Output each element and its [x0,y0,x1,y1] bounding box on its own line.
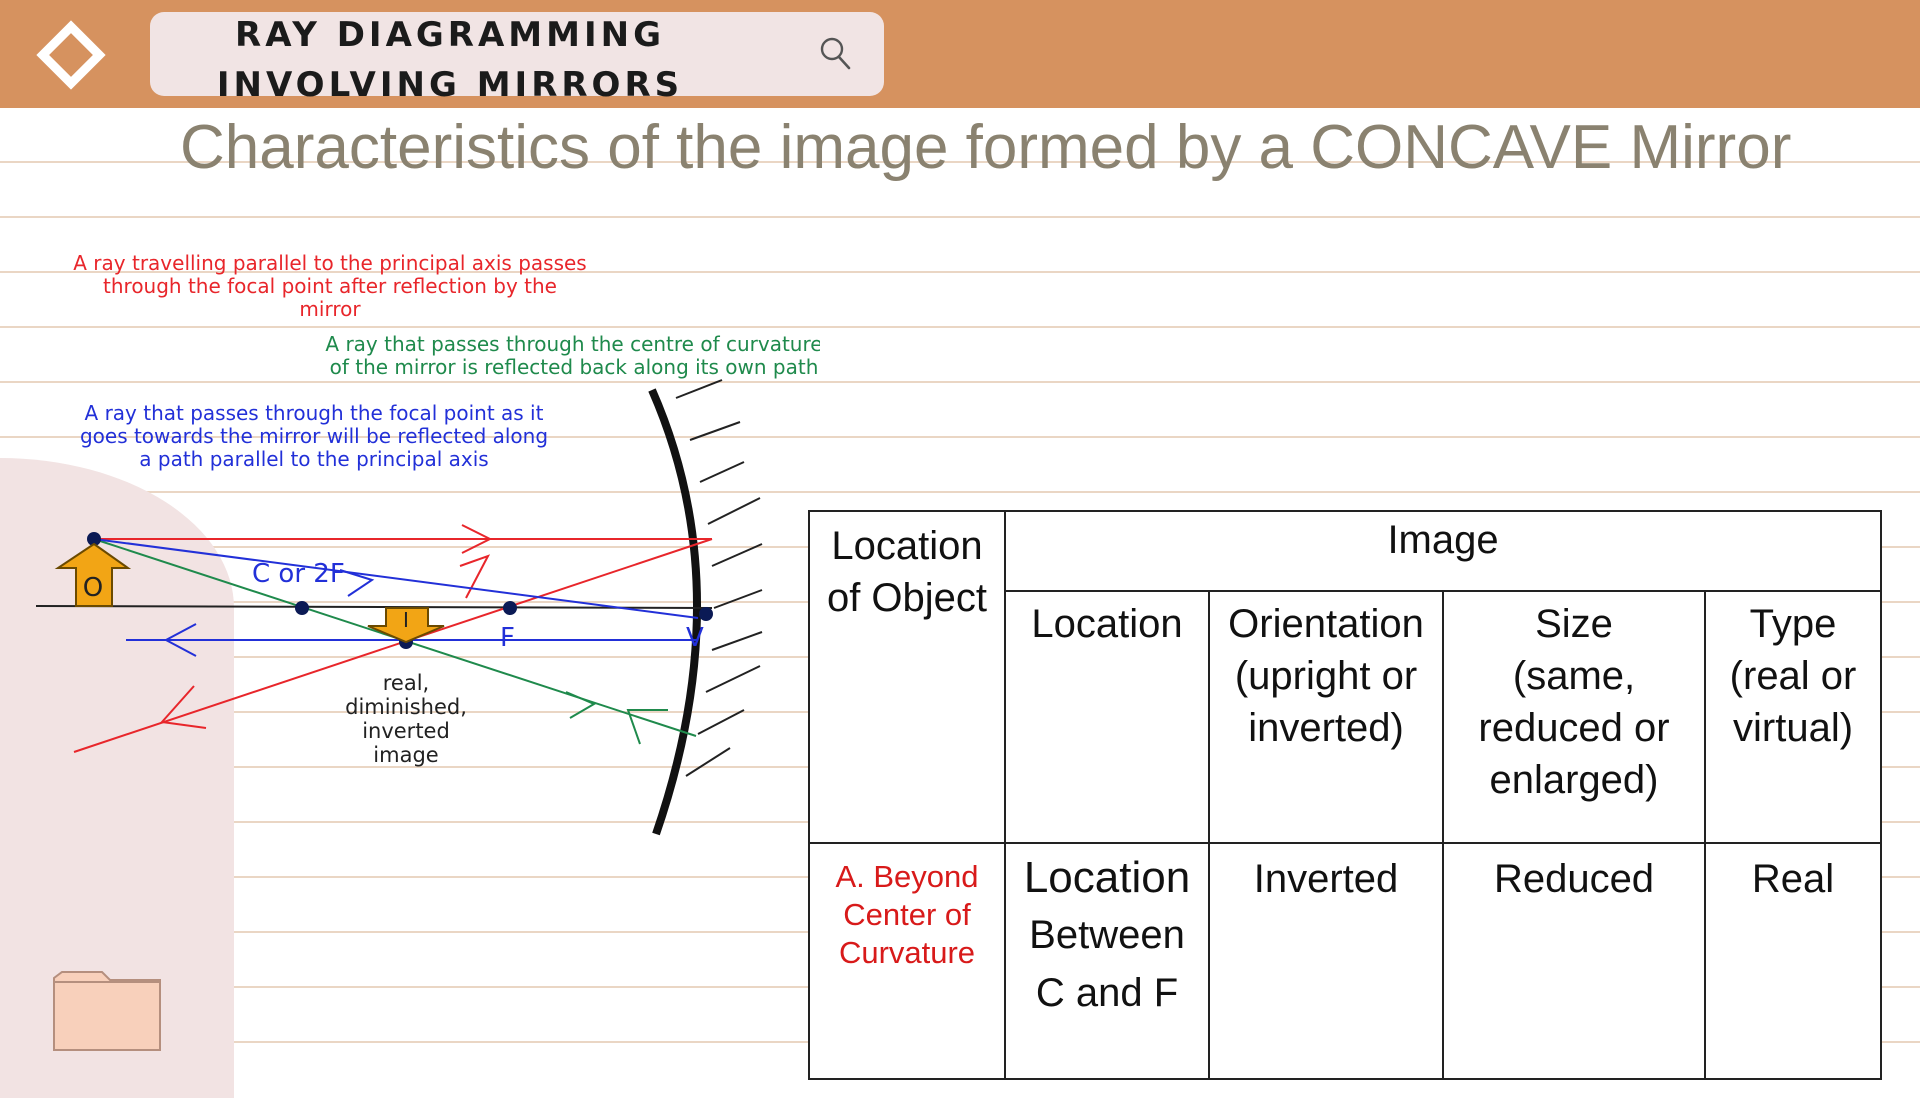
header-size-line4: enlarged) [1489,758,1659,802]
cell-type: Real [1703,842,1883,1080]
concave-mirror [648,388,701,836]
red-annotation-line1: A ray travelling parallel to the princip… [73,251,586,275]
header-size-line3: reduced or [1478,706,1670,750]
location-line3: C and F [1035,971,1179,1015]
header-size: Size (same, reduced or enlarged) [1442,590,1706,844]
header-object-line2: of Object [826,576,988,620]
image-desc-line1: real, [383,671,429,695]
header-orientation-line2: (upright or [1234,654,1418,698]
header-size-line2: (same, [1512,654,1636,698]
image-desc-line2: diminished, [345,695,467,719]
focal-label: F [500,623,515,653]
image-desc-line3: inverted [362,719,450,743]
header-type-line1: Type [1749,602,1837,646]
image-arrow [367,607,445,644]
characteristics-table: Location of Object Image Location Orient… [808,510,1883,1080]
header-object-line1: Location [831,524,983,568]
center-point [295,601,309,615]
object-tip-point [87,532,101,546]
header-type: Type (real or virtual) [1703,590,1883,844]
header-orientation: Orientation (upright or inverted) [1208,590,1444,844]
title-search-box[interactable]: RAY DIAGRAMMING INVOLVING MIRRORS [150,12,884,105]
folder-icon[interactable] [52,970,164,1052]
red-annotation-line3: mirror [299,297,361,321]
center-label: C or 2F [252,559,345,589]
header-type-line2: (real or [1729,654,1857,698]
diamond-logo-icon[interactable] [34,18,108,92]
object-line1: A. Beyond [835,859,979,894]
cell-image-location: Location Between C and F [1004,842,1210,1080]
header-size-line1: Size [1535,602,1613,646]
red-ray [73,524,713,753]
location-line2: Between [1029,913,1185,957]
header-location-of-object: Location of Object [808,510,1006,844]
cell-size: Reduced [1442,842,1706,1080]
vertex-point [699,607,713,621]
principal-axis [35,605,713,609]
header-image: Image [1003,510,1883,592]
location-line1: Location [1023,853,1191,902]
header-type-line3: virtual) [1733,706,1854,750]
green-annotation-line1: A ray that passes through the centre of … [325,332,820,356]
mirror-hatching [675,379,763,777]
blue-annotation-line3: a path parallel to the principal axis [139,447,488,471]
vertex-label: V [686,623,704,653]
page-title: Characteristics of the image formed by a… [180,113,1792,182]
header-location: Location [1004,590,1210,844]
cell-object-location: A. Beyond Center of Curvature [808,842,1006,1080]
image-label: I [403,608,409,632]
red-annotation-line2: through the focal point after reflection… [103,274,557,298]
header-title: RAY DIAGRAMMING INVOLVING MIRRORS [190,10,710,110]
blue-annotation-line2: goes towards the mirror will be reflecte… [80,424,548,448]
focal-point [503,601,517,615]
object-label: O [83,573,103,603]
header-divider [0,108,1920,111]
blue-annotation-line1: A ray that passes through the focal poin… [85,401,544,425]
header-orientation-line3: inverted) [1248,706,1404,750]
header-title-line1: RAY DIAGRAMMING [235,15,665,55]
image-desc-line4: image [373,743,438,767]
ray-diagram: A ray travelling parallel to the princip… [35,251,820,836]
cell-orientation: Inverted [1208,842,1444,1080]
object-line3: Curvature [838,935,976,970]
header-location-line1: Location [1031,602,1183,646]
search-icon[interactable] [816,34,856,74]
header-orientation-line1: Orientation [1228,602,1424,646]
table-row: A. Beyond Center of Curvature Location B… [808,842,1883,1080]
green-annotation-line2: of the mirror is reflected back along it… [330,355,819,379]
header-title-line2: INVOLVING MIRRORS [216,65,684,105]
object-arrow [54,542,132,607]
object-line2: Center of [843,897,971,932]
